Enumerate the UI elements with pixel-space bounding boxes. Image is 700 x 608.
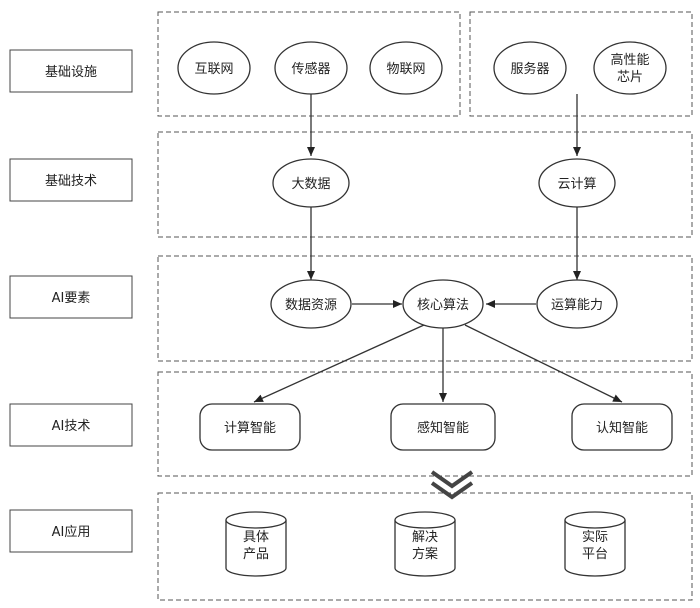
node-iot: 物联网 xyxy=(369,41,443,95)
layer-frame-ai-application xyxy=(157,492,693,601)
node-label: 感知智能 xyxy=(417,420,469,436)
node-label-line1: 高性能 xyxy=(610,52,649,68)
node-computational-intelligence: 计算智能 xyxy=(199,403,301,451)
node-label: 认知智能 xyxy=(596,420,648,436)
layer-label-infrastructure: 基础设施 xyxy=(9,49,133,93)
node-perceptual-intelligence: 感知智能 xyxy=(390,403,496,451)
node-label-line1: 具体 xyxy=(243,530,269,545)
node-compute-power: 运算能力 xyxy=(536,279,618,329)
node-label: 核心算法 xyxy=(417,298,469,313)
node-label: 大数据 xyxy=(291,177,330,192)
layer-label-ai-elements: AI要素 xyxy=(9,275,133,319)
layer-frame-infrastructure-left xyxy=(157,11,461,117)
layer-label-text: AI应用 xyxy=(52,524,91,540)
layer-label-text: AI要素 xyxy=(52,291,91,306)
node-sensor: 传感器 xyxy=(274,41,348,95)
node-chip: 高性能 芯片 xyxy=(593,41,667,95)
node-label-line2: 产品 xyxy=(243,547,269,562)
node-label-line2: 平台 xyxy=(582,547,608,562)
layer-frame-infrastructure-right xyxy=(469,11,693,117)
node-cloud: 云计算 xyxy=(538,158,616,208)
node-label: 计算智能 xyxy=(224,421,276,436)
layer-label-text: 基础设施 xyxy=(45,65,97,80)
node-core-algorithm: 核心算法 xyxy=(402,279,484,329)
layer-label-ai-application: AI应用 xyxy=(9,509,133,553)
layer-frame-ai-elements xyxy=(157,255,693,362)
node-label-line1: 实际 xyxy=(582,530,608,545)
node-internet: 互联网 xyxy=(177,41,251,95)
layer-label-base-tech: 基础技术 xyxy=(9,158,133,202)
double-chevron-down-icon xyxy=(430,470,474,500)
node-label: 数据资源 xyxy=(285,298,337,313)
layer-frame-ai-tech xyxy=(157,371,693,477)
node-label-line2: 芯片 xyxy=(617,70,643,85)
node-label-line1: 解决 xyxy=(412,530,438,545)
edge-algo-to-cog-intel xyxy=(464,324,623,403)
node-server: 服务器 xyxy=(493,41,567,95)
layer-label-text: 基础技术 xyxy=(45,174,97,189)
node-label: 互联网 xyxy=(194,62,233,77)
node-concrete-product: 具体 产品 xyxy=(225,511,287,577)
layer-frame-base-tech xyxy=(157,131,693,238)
layer-label-text: AI技术 xyxy=(52,419,91,434)
node-label: 服务器 xyxy=(510,61,549,77)
node-label: 物联网 xyxy=(386,62,425,77)
node-label: 云计算 xyxy=(557,177,596,192)
node-label: 传感器 xyxy=(291,61,330,77)
node-solution: 解决 方案 xyxy=(394,511,456,577)
edge-algo-to-calc-intel xyxy=(253,324,425,403)
node-cognitive-intelligence: 认知智能 xyxy=(571,403,673,451)
node-label: 运算能力 xyxy=(551,298,603,313)
node-data-resources: 数据资源 xyxy=(270,279,352,329)
node-actual-platform: 实际 平台 xyxy=(564,511,626,577)
node-bigdata: 大数据 xyxy=(272,158,350,208)
layer-label-ai-tech: AI技术 xyxy=(9,403,133,447)
node-label-line2: 方案 xyxy=(412,546,438,562)
